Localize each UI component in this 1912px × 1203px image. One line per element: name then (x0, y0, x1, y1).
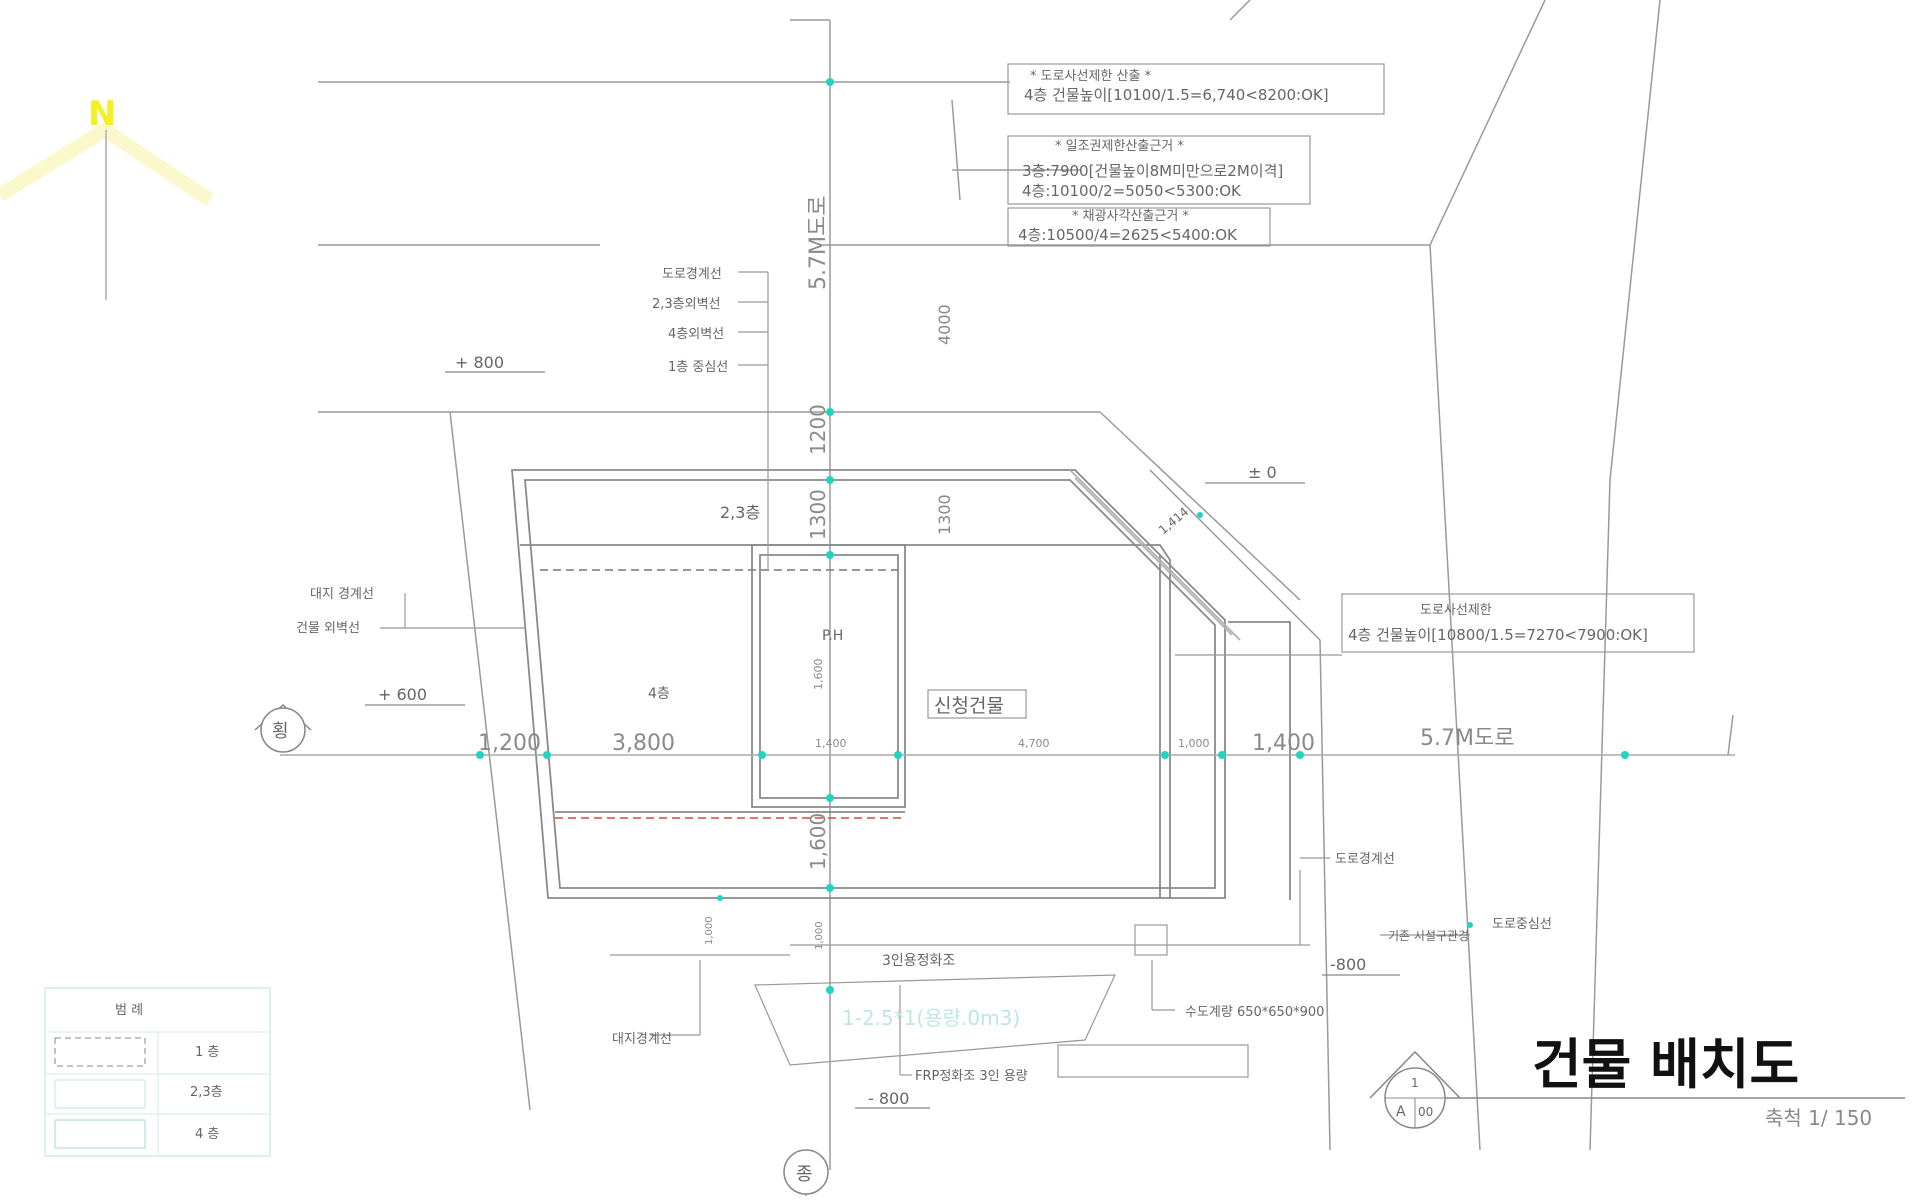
leader-wall-23: 2,3층외벽선 (652, 297, 721, 312)
floor4-label: 4층 (648, 686, 670, 702)
bottom-features (610, 857, 1470, 1078)
road-label-vertical: 5.7M도로 (806, 196, 831, 290)
dim-v1300b: 1300 (806, 489, 830, 540)
level-zero: ± 0 (1248, 463, 1277, 482)
direction-marker-south: 종 (783, 1149, 829, 1197)
level-plus800: + 800 (455, 353, 504, 372)
svg-text:4층:10100/2=5050<5300:OK: 4층:10100/2=5050<5300:OK (1022, 182, 1242, 200)
ph-label: P.H (822, 628, 843, 644)
north-arrow: N (0, 94, 214, 300)
dimension-texts: 1,200 3,800 1,400 4,700 1,000 1,400 4000… (478, 304, 1315, 950)
dim-1400b: 1,400 (1252, 731, 1315, 756)
dim-4700: 4,700 (1018, 737, 1050, 750)
dim-1000: 1,000 (1178, 737, 1210, 750)
dim-v1600b: 1,600 (806, 813, 830, 870)
north-label: N (88, 94, 116, 134)
building-label: 신청건물 (934, 695, 1004, 717)
svg-text:4층:10500/4=2625<5400:OK: 4층:10500/4=2625<5400:OK (1018, 226, 1238, 244)
leaders-top (380, 271, 769, 629)
legend-row-1: 1 층 (195, 1045, 219, 1060)
septic-capacity: 1-2.5*1(용량.0m3) (842, 1006, 1020, 1030)
drawing-scale: 축척 1/ 150 (1765, 1106, 1872, 1130)
building-outline (511, 469, 1291, 900)
dim-v1000: 1,000 (704, 916, 715, 945)
leader-bldg-wall: 건물 외벽선 (296, 621, 360, 636)
leader-wall-4: 4층외벽선 (668, 327, 724, 342)
note-box-3: * 채광사각산출근거 * 4층:10500/4=2625<5400:OK (1007, 207, 1271, 247)
dimension-line-horizontal (280, 78, 1735, 994)
leader-other: 기존 시설구관경 (1388, 929, 1469, 943)
floor23-label: 2,3층 (720, 503, 760, 522)
svg-text:* 도로사선제한 산출 *: * 도로사선제한 산출 * (1030, 69, 1152, 84)
svg-text:3층:7900[건물높이8M미만으로2M이격]: 3층:7900[건물높이8M미만으로2M이격] (1022, 162, 1283, 180)
svg-text:4층 건물높이[10100/1.5=6,740<8200:O: 4층 건물높이[10100/1.5=6,740<8200:OK] (1024, 86, 1329, 104)
leader-water-meter: 수도계량 650*650*900 (1185, 1005, 1324, 1020)
leader-road-boundary-2: 도로경계선 (1335, 852, 1395, 867)
site-lines (318, 0, 1734, 1170)
dim-3800: 3,800 (612, 731, 675, 756)
note-box-4: 도로사선제한 4층 건물높이[10800/1.5=7270<7900:OK] (1175, 593, 1695, 656)
leader-center-1: 1층 중심선 (668, 360, 728, 375)
svg-text:종: 종 (796, 1164, 813, 1185)
road-label-horizontal: 5.7M도로 (1420, 726, 1514, 751)
note-box-1: * 도로사선제한 산출 * 4층 건물높이[10100/1.5=6,740<82… (1007, 63, 1385, 115)
dim-1200: 1,200 (478, 731, 541, 756)
building-labels: 신청건물 P.H 4층 2,3층 1,414 (648, 503, 1191, 719)
legend-row-3: 4 층 (195, 1127, 219, 1142)
level-markers (365, 371, 1400, 1109)
dim-v4000: 4000 (935, 304, 954, 345)
legend-row-2: 2,3층 (190, 1085, 223, 1100)
road-labels: 5.7M도로 5.7M도로 (806, 196, 1514, 751)
direction-marker-west: 횡 (254, 703, 312, 753)
title-marker-a: A (1396, 1104, 1406, 1120)
dim-v1200: 1200 (806, 404, 830, 455)
dim-v1000b: 1,000 (814, 921, 825, 950)
leader-road-center: 도로중심선 (1492, 917, 1552, 932)
title-marker-top: 1 (1411, 1076, 1419, 1090)
dim-v1600: 1,600 (812, 659, 825, 691)
svg-text:도로사선제한: 도로사선제한 (1420, 603, 1492, 618)
dim-1400a: 1,400 (815, 737, 847, 750)
svg-text:4층 건물높이[10800/1.5=7270<7900:OK: 4층 건물높이[10800/1.5=7270<7900:OK] (1348, 626, 1648, 644)
level-plus600: + 600 (378, 685, 427, 704)
svg-text:* 채광사각산출근거 *: * 채광사각산출근거 * (1072, 209, 1189, 224)
title-marker-sheet: 00 (1418, 1105, 1433, 1119)
note-box-2: * 일조권제한산출근거 * 3층:7900[건물높이8M미만으로2M이격] 4층… (1007, 135, 1311, 205)
dim-v1300a: 1300 (935, 494, 954, 535)
legend-header: 범 례 (115, 1003, 143, 1018)
title-block: 1 A 00 건물 배치도 축척 1/ 150 (1369, 1033, 1905, 1130)
leader-septic: 3인용정화조 (882, 953, 955, 969)
level-minus800: -800 (1330, 955, 1366, 974)
svg-text:* 일조권제한산출근거 *: * 일조권제한산출근거 * (1055, 139, 1184, 154)
legend: 범 례 1 층 2,3층 4 층 (44, 987, 271, 1157)
svg-text:횡: 횡 (272, 721, 289, 742)
leader-site-boundary: 대지 경계선 (310, 587, 374, 602)
leader-frp: FRP정화조 3인 용량 (915, 1069, 1028, 1084)
level-minus800b: - 800 (868, 1089, 909, 1108)
leader-road-boundary: 도로경계선 (662, 267, 722, 282)
corner-label: 1,414 (1156, 504, 1191, 537)
leader-site-boundary-2: 대지경계선 (612, 1032, 672, 1047)
drawing-title: 건물 배치도 (1532, 1033, 1799, 1096)
